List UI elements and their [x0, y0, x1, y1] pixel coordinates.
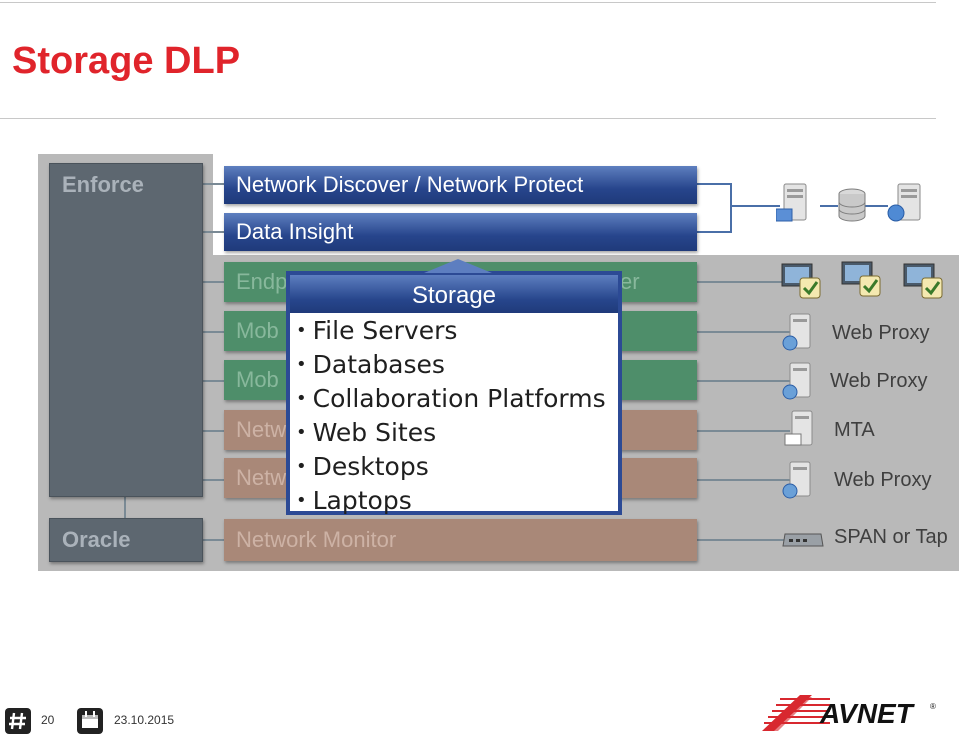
top-rule — [0, 2, 936, 3]
bar-network-discover: Network Discover / Network Protect — [224, 166, 697, 204]
web-server-icon — [887, 183, 921, 222]
endpoint-computer-icon — [781, 263, 821, 299]
proxy-server-icon — [782, 362, 811, 400]
hash-icon — [5, 708, 31, 734]
calendar-icon — [77, 708, 103, 734]
slide-date: 23.10.2015 — [114, 713, 175, 727]
label-web-proxy-1: Web Proxy — [832, 322, 930, 344]
mail-server-icon — [784, 410, 813, 446]
list-item: Databases — [296, 349, 606, 383]
label-span-or-tap: SPAN or Tap — [834, 526, 948, 548]
bar-network-monitor: Network Monitor — [224, 519, 697, 561]
avnet-logo: AVNET ® — [762, 695, 936, 731]
popup-title: Storage — [290, 275, 618, 313]
list-item: Web Sites — [296, 417, 606, 451]
popup-tab — [424, 259, 492, 273]
list-item: Desktops — [296, 451, 606, 485]
enforce-label: Enforce — [62, 172, 144, 197]
proxy-server-icon — [782, 461, 811, 499]
endpoint-computer-icon — [841, 261, 881, 297]
database-icon — [838, 188, 866, 222]
proxy-server-icon — [782, 313, 811, 351]
list-item: File Servers — [296, 315, 606, 349]
bar-data-insight: Data Insight — [224, 213, 697, 251]
label-mta: MTA — [834, 419, 875, 441]
file-server-icon — [776, 183, 807, 222]
bar-endpoint-label: Endp — [236, 269, 288, 294]
list-item: Laptops — [296, 485, 606, 519]
slide-title: Storage DLP — [12, 40, 241, 82]
label-web-proxy-2: Web Proxy — [830, 370, 928, 392]
list-item: Collaboration Platforms — [296, 383, 606, 417]
popup-list: File Servers Databases Collaboration Pla… — [296, 315, 606, 519]
oracle-label: Oracle — [62, 527, 131, 552]
bar-endpoint-suffix: er — [620, 269, 640, 294]
enforce-box: Enforce — [49, 163, 203, 497]
oracle-box: Oracle — [49, 518, 203, 562]
title-rule — [0, 118, 936, 119]
endpoint-computer-icon — [903, 263, 943, 299]
network-switch-icon — [782, 533, 824, 547]
svg-text:AVNET: AVNET — [819, 698, 916, 729]
label-web-proxy-3: Web Proxy — [834, 469, 932, 491]
storage-popup: Storage File Servers Databases Collabora… — [286, 259, 622, 515]
slide-number: 20 — [41, 713, 55, 727]
svg-text:®: ® — [930, 702, 936, 711]
